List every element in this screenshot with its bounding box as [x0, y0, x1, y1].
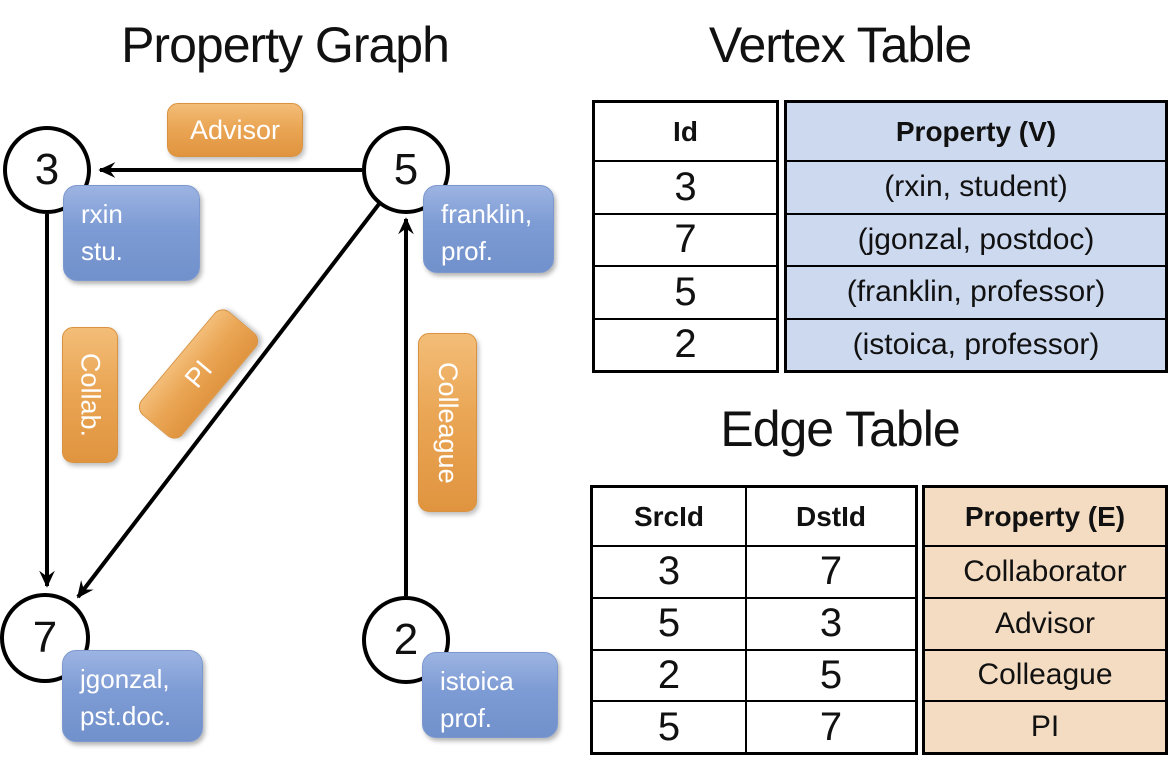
- vertex-table-property-cell: (rxin, student): [787, 160, 1165, 213]
- vertex-callout-line2: prof.: [441, 235, 494, 266]
- vertex-table-id-header: Id: [673, 115, 698, 147]
- edge-table-property-header: Property (E): [964, 500, 1126, 532]
- graph-panel-title: Property Graph: [121, 17, 450, 73]
- vertex-table-property-column: Property (V) (rxin, student) (jgonzal, p…: [784, 100, 1168, 373]
- vertex-callout-rxin: rxin stu.: [63, 185, 200, 281]
- vertex-callout-line1: franklin,: [441, 199, 533, 229]
- edge-table-dstid-cell: 7: [747, 545, 915, 597]
- edge-table-srcid-cell: 5: [593, 596, 747, 649]
- vertex-callout-line1: jgonzal,: [80, 664, 170, 694]
- edge-label-colleague-text: Colleague: [433, 361, 463, 484]
- vertex-callout-line2: stu.: [81, 235, 123, 266]
- edge-table-dstid-cell: 5: [747, 648, 915, 701]
- vertex-table-id-cell: 3: [595, 160, 776, 213]
- graph-edges: [39, 162, 414, 599]
- edge-table-property-cell: Advisor: [925, 596, 1165, 649]
- vertex-table-id-column: Id 3 7 5 2: [592, 100, 779, 373]
- vertex-callout-line1: istoica: [440, 666, 514, 696]
- vertex-table-property-cell: (franklin, professor): [787, 265, 1165, 318]
- vertex-table-id-cell: 2: [595, 317, 776, 371]
- edge-table-dstid-header: DstId: [796, 500, 866, 532]
- vertex-table-property-header: Property (V): [895, 115, 1057, 147]
- edge-table-property-cell: Colleague: [925, 648, 1165, 701]
- vertex-callout-jgonzal: jgonzal, pst.doc.: [62, 650, 203, 742]
- edge-label-collab-text: Collab.: [75, 352, 106, 438]
- edge-table-title: Edge Table: [720, 401, 960, 457]
- edge-table-srcid-cell: 3: [593, 545, 747, 597]
- edge-label-colleague: Colleague: [418, 333, 477, 512]
- edge-table-srcid-header: SrcId: [593, 488, 747, 545]
- node-2-id: 2: [393, 615, 419, 664]
- vertex-table-id-cell: 7: [595, 212, 776, 266]
- edge-label-pi-text: PI: [178, 354, 218, 394]
- node-3-id: 3: [34, 145, 60, 194]
- vertex-table-id-cell: 5: [595, 265, 776, 318]
- edge-label-advisor: Advisor: [167, 103, 303, 157]
- edge-table-property-cell: PI: [925, 700, 1165, 752]
- vertex-table-property-cell: (istoica, professor): [787, 317, 1165, 371]
- edge-label-advisor-text: Advisor: [189, 114, 281, 145]
- edge-table-srcid-cell: 2: [593, 648, 747, 701]
- vertex-callout-istoica: istoica prof.: [422, 652, 558, 738]
- edge-table-id-columns: SrcId DstId 3 7 5 3 2 5 5 7: [590, 485, 918, 755]
- edge-pi-5-to-7: [76, 202, 381, 599]
- edge-table-property-column: Property (E) Collaborator Advisor Collea…: [922, 485, 1168, 755]
- edge-table-srcid-cell: 5: [593, 700, 747, 752]
- vertex-callout-line2: pst.doc.: [80, 700, 172, 731]
- vertex-table-title: Vertex Table: [708, 17, 972, 73]
- node-5-id: 5: [393, 145, 419, 194]
- vertex-callout-franklin: franklin, prof.: [423, 185, 554, 273]
- edge-table-dstid-cell: 7: [747, 700, 915, 752]
- vertex-callout-line1: rxin: [81, 199, 123, 229]
- graph-node-5: 5: [362, 126, 450, 214]
- node-7-id: 7: [32, 613, 58, 662]
- edge-table-property-cell: Collaborator: [925, 545, 1165, 597]
- edge-label-collab: Collab.: [62, 327, 118, 463]
- edge-table-dstid-cell: 3: [747, 596, 915, 649]
- graph-node-2: 2: [362, 596, 450, 684]
- vertex-callout-line2: prof.: [440, 702, 493, 733]
- vertex-table-property-cell: (jgonzal, postdoc): [787, 212, 1165, 266]
